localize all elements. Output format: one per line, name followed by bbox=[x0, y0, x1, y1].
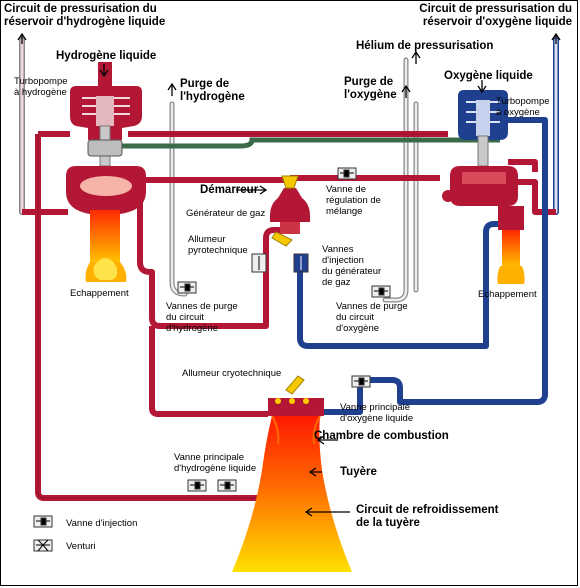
label-purge-o2: Purge de l'oxygène bbox=[344, 76, 397, 101]
label-exhaust-right: Echappement bbox=[478, 289, 537, 300]
label-legend-injection: Vanne d'injection bbox=[66, 518, 138, 529]
combustion-chamber bbox=[232, 375, 352, 572]
label-main-h2-valve: Vanne principale d'hydrogène liquide bbox=[174, 452, 257, 474]
nozzle-shape bbox=[232, 416, 352, 572]
main-o2-valve-icon bbox=[351, 375, 371, 388]
label-main-o2-valve: Vanne principale d'oxygène liquide bbox=[340, 402, 414, 424]
label-o2-pressurisation: Circuit de pressurisation du réservoir d… bbox=[419, 3, 572, 28]
label-starter: Démarreur bbox=[200, 184, 259, 196]
pyro-igniter-icon bbox=[271, 231, 293, 247]
helium-supply-line bbox=[106, 137, 500, 149]
label-combustion-chamber: Chambre de combustion bbox=[314, 430, 449, 442]
label-legend-venturi: Venturi bbox=[66, 541, 96, 552]
o2-exhaust-flame bbox=[497, 266, 525, 284]
cryo-igniter-icon bbox=[285, 375, 305, 395]
gas-generator bbox=[270, 175, 310, 247]
label-gg-injection-valves: Vannes d'injection du générateur de gaz bbox=[322, 244, 382, 288]
oxygen-turbopump bbox=[442, 90, 525, 284]
hydrogen-turbopump bbox=[66, 62, 146, 282]
label-h2-pressurisation: Circuit de pressurisation du réservoir d… bbox=[4, 3, 166, 28]
label-gas-generator: Générateur de gaz bbox=[186, 208, 266, 219]
purge-valve-o2-icon bbox=[371, 285, 391, 298]
gg-injection-valve-h2-icon bbox=[251, 253, 267, 273]
purge-lines bbox=[19, 37, 559, 303]
label-purge-h2: Purge de l'hydrogène bbox=[180, 78, 245, 103]
legend-injection-icon bbox=[33, 515, 53, 528]
label-mixture-valve: Vanne de régulation de mélange bbox=[326, 184, 381, 217]
label-nozzle-cooling: Circuit de refroidissement de la tuyère bbox=[356, 504, 499, 529]
purge-valve-h2-icon bbox=[177, 281, 197, 294]
label-oxygen-liquid: Oxygène liquide bbox=[444, 70, 533, 82]
label-turbopump-o2: Turbopompe à oxygène bbox=[496, 96, 550, 118]
mixture-valve-icon bbox=[337, 167, 357, 180]
label-exhaust-left: Echappement bbox=[70, 288, 129, 299]
label-cryo-igniter: Allumeur cryotechnique bbox=[182, 368, 282, 379]
label-hydrogen-liquid: Hydrogène liquide bbox=[56, 50, 157, 62]
main-h2-valve-icon bbox=[187, 479, 207, 492]
valves bbox=[33, 167, 391, 552]
gg-injection-valve-o2-icon bbox=[293, 253, 309, 273]
label-nozzle: Tuyère bbox=[340, 466, 377, 478]
label-purge-valves-h2: Vannes de purge du circuit d'hydrogène bbox=[166, 301, 238, 334]
legend-venturi-icon bbox=[33, 539, 53, 552]
oxygen-lines bbox=[297, 117, 548, 415]
venturi-icon-main bbox=[217, 479, 237, 492]
label-turbopump-h2: Turbopompe à hydrogène bbox=[14, 76, 68, 98]
label-helium: Hélium de pressurisation bbox=[356, 40, 494, 52]
arrows bbox=[17, 32, 561, 517]
label-purge-valves-o2: Vannes de purge du circuit d'oxygène bbox=[336, 301, 408, 334]
label-pyro-igniter: Allumeur pyrotechnique bbox=[188, 234, 248, 256]
